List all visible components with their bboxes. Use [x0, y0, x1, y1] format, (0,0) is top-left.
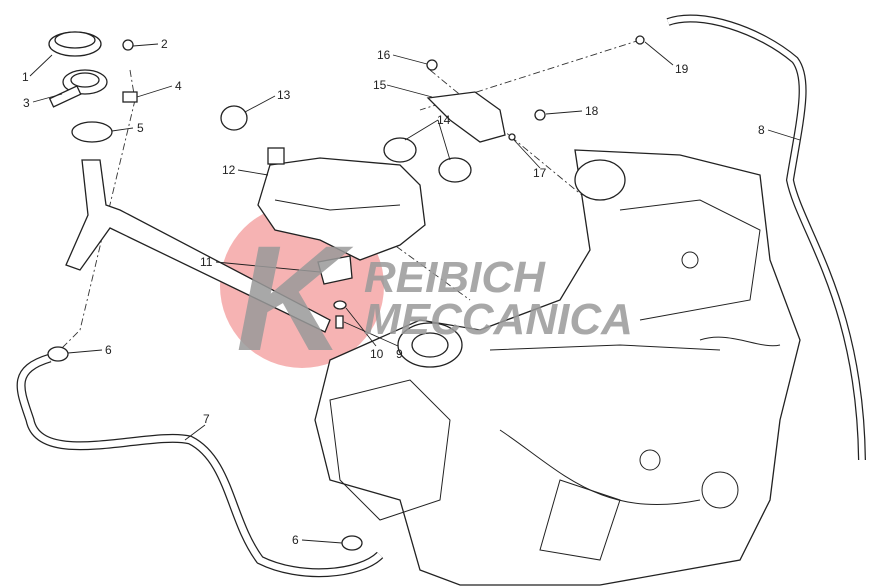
callout-2: 2: [161, 37, 168, 51]
hose-clamp-6b: [341, 535, 363, 551]
clamp-14b: [438, 157, 472, 183]
callout-3: 3: [23, 96, 30, 110]
callout-16: 16: [377, 48, 391, 62]
cap-13: [220, 105, 248, 131]
callout-6b: 6: [292, 533, 299, 547]
callout-5: 5: [137, 121, 144, 135]
callout-12: 12: [222, 163, 236, 177]
hose-clamp-6a: [47, 346, 69, 362]
expansion-tank: [257, 147, 426, 261]
callout-18: 18: [585, 104, 599, 118]
watermark-line1: REIBICH: [364, 253, 546, 302]
washer-17: [508, 133, 516, 141]
filler-neck: [48, 69, 108, 108]
callout-10: 10: [370, 347, 384, 361]
hose-clamp-5: [71, 121, 113, 143]
callout-9: 9: [396, 347, 403, 361]
callout-8: 8: [758, 123, 765, 137]
callout-14: 14: [437, 113, 451, 127]
callout-17: 17: [533, 166, 547, 180]
watermark-letter: K: [236, 214, 354, 382]
callout-1: 1: [22, 70, 29, 84]
callout-15: 15: [373, 78, 387, 92]
screw-9: [335, 315, 344, 329]
filler-hose: [65, 159, 331, 333]
nut-4: [122, 91, 138, 103]
clip-19: [635, 35, 645, 45]
screw-18: [534, 109, 546, 121]
engine-block: [314, 149, 801, 586]
clamp-14a: [383, 137, 417, 163]
watermark-line2: MECCANICA: [364, 295, 633, 344]
washer-10: [333, 300, 347, 310]
bracket-15: [426, 91, 506, 143]
callout-19: 19: [675, 62, 689, 76]
callout-13: 13: [277, 88, 291, 102]
screw-2: [122, 39, 134, 51]
callout-11: 11: [200, 255, 213, 269]
callout-4: 4: [175, 79, 182, 93]
callout-7: 7: [203, 412, 210, 426]
rubber-pad-11: [317, 255, 353, 285]
callout-6a: 6: [105, 343, 112, 357]
radiator-cap: [48, 31, 102, 57]
watermark-logo: K REIBICH MECCANICA: [236, 214, 633, 382]
screw-16: [426, 59, 438, 71]
